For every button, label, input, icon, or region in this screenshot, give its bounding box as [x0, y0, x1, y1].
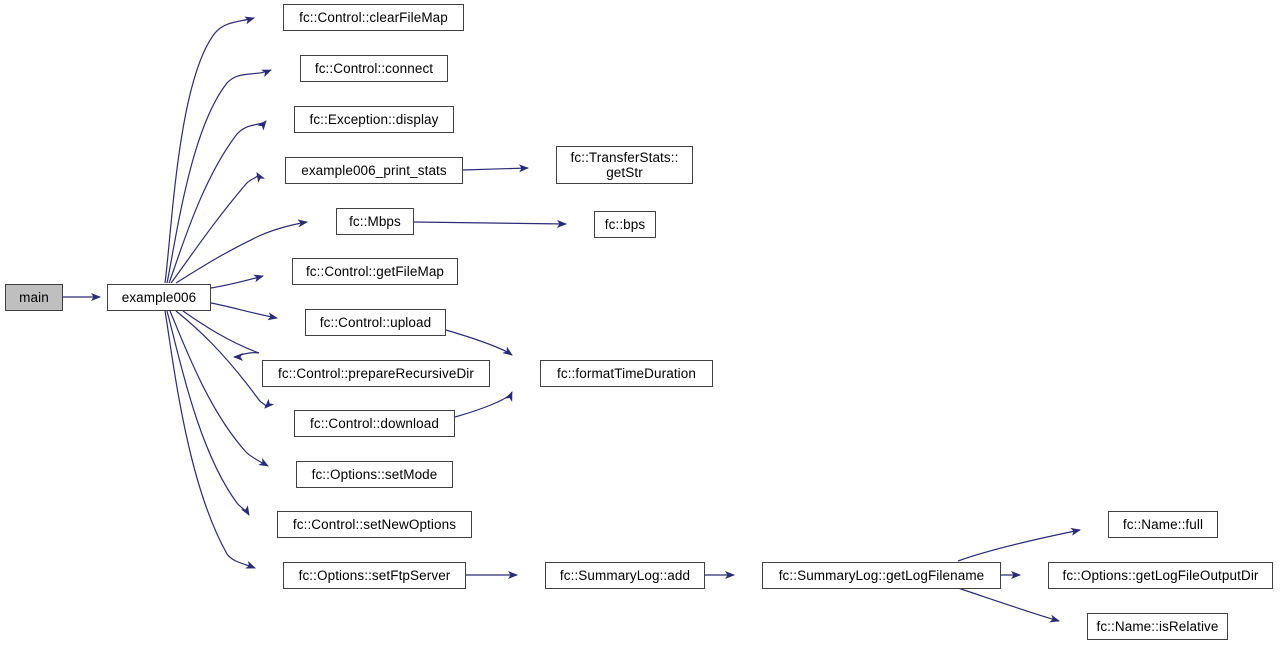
graph-edge-print_stats-to-getStr	[462, 164, 529, 173]
graph-edges	[63, 16, 1081, 623]
graph-node-getFileMap[interactable]: fc::Control::getFileMap	[292, 258, 458, 285]
graph-node-connect[interactable]: fc::Control::connect	[300, 55, 448, 82]
graph-node-clearFileMap[interactable]: fc::Control::clearFileMap	[283, 4, 464, 31]
graph-edge-example006-to-setFtpServer	[164, 310, 256, 569]
graph-node-label: example006_print_stats	[301, 163, 447, 178]
graph-node-prepareRecursiveDir[interactable]: fc::Control::prepareRecursiveDir	[262, 360, 490, 387]
graph-node-label: main	[19, 290, 49, 305]
graph-node-label: fc::Exception::display	[309, 112, 439, 127]
graph-node-display[interactable]: fc::Exception::display	[294, 106, 454, 133]
graph-edge-example006-to-prepareRecursiveDir	[182, 310, 260, 361]
graph-node-print_stats[interactable]: example006_print_stats	[285, 157, 463, 184]
graph-node-main[interactable]: main	[5, 284, 63, 311]
graph-node-getLogFilename[interactable]: fc::SummaryLog::getLogFilename	[762, 562, 1001, 589]
graph-edge-mbps-to-bps	[413, 219, 567, 228]
graph-node-getStr[interactable]: fc::TransferStats:: getStr	[556, 146, 693, 184]
graph-edge-getLogFilename-to-nameFull	[957, 527, 1081, 562]
graph-edge-example006-to-getFileMap	[210, 274, 264, 289]
graph-edge-example006-to-print_stats	[170, 172, 266, 284]
graph-edge-example006-to-connect	[166, 69, 272, 284]
graph-node-nameFull[interactable]: fc::Name::full	[1108, 511, 1218, 538]
graph-node-setNewOptions[interactable]: fc::Control::setNewOptions	[277, 511, 472, 538]
graph-node-label: fc::Control::upload	[319, 315, 432, 330]
graph-node-label: fc::Mbps	[349, 214, 401, 229]
graph-node-getLogFileOutputDir[interactable]: fc::Options::getLogFileOutputDir	[1048, 562, 1273, 589]
graph-edge-example006-to-setMode	[169, 310, 269, 467]
graph-node-formatTimeDuration[interactable]: fc::formatTimeDuration	[540, 360, 713, 387]
graph-node-mbps[interactable]: fc::Mbps	[336, 208, 414, 235]
graph-edge-example006-to-clearFileMap	[164, 16, 255, 284]
graph-edge-upload-to-formatTimeDuration	[445, 329, 513, 356]
graph-edge-getLogFilename-to-nameIsRelative	[957, 587, 1060, 623]
graph-node-example006[interactable]: example006	[107, 284, 211, 311]
graph-edge-example006-to-display	[168, 120, 267, 284]
graph-edge-example006-to-mbps	[175, 219, 308, 284]
graph-node-label: fc::formatTimeDuration	[557, 366, 696, 381]
graph-node-label: fc::Control::getFileMap	[305, 264, 445, 279]
graph-node-download[interactable]: fc::Control::download	[294, 410, 455, 437]
graph-node-label: fc::Control::prepareRecursiveDir	[277, 366, 475, 381]
graph-node-upload[interactable]: fc::Control::upload	[305, 309, 446, 336]
graph-node-bps[interactable]: fc::bps	[594, 211, 656, 238]
graph-node-label: fc::Control::clearFileMap	[299, 10, 448, 25]
graph-node-label: fc::Options::setFtpServer	[298, 568, 451, 583]
graph-node-label: fc::Name::isRelative	[1096, 619, 1219, 634]
graph-edge-example006-to-upload	[210, 302, 278, 321]
graph-node-label: fc::TransferStats:: getStr	[570, 150, 679, 180]
graph-node-label: fc::SummaryLog::getLogFilename	[778, 568, 985, 583]
graph-node-label: fc::Options::setMode	[311, 467, 438, 482]
graph-node-label: fc::Name::full	[1122, 517, 1204, 532]
graph-node-label: example006	[121, 290, 197, 305]
graph-node-label: fc::Control::setNewOptions	[292, 517, 457, 532]
graph-node-label: fc::Options::getLogFileOutputDir	[1062, 568, 1259, 583]
graph-node-setFtpServer[interactable]: fc::Options::setFtpServer	[283, 562, 466, 589]
graph-node-label: fc::Control::connect	[314, 61, 434, 76]
graph-node-summaryAdd[interactable]: fc::SummaryLog::add	[545, 562, 705, 589]
graph-node-label: fc::Control::download	[310, 416, 439, 431]
graph-node-setMode[interactable]: fc::Options::setMode	[296, 461, 453, 488]
graph-edge-example006-to-setNewOptions	[166, 310, 250, 516]
graph-node-label: fc::SummaryLog::add	[559, 568, 691, 583]
graph-edge-example006-to-download	[175, 310, 275, 409]
graph-node-label: fc::bps	[604, 217, 646, 232]
graph-edge-download-to-formatTimeDuration	[454, 391, 513, 418]
graph-node-nameIsRelative[interactable]: fc::Name::isRelative	[1087, 613, 1228, 640]
